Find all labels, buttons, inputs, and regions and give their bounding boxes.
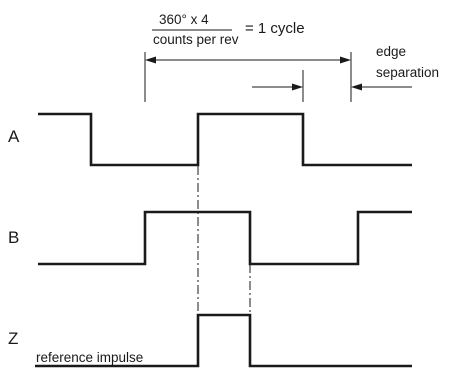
channel-label-a: A	[8, 127, 20, 146]
edge-sep-right-arrow-head	[351, 83, 362, 91]
formula-result: = 1 cycle	[245, 20, 305, 37]
edge-separation-label-line2: separation	[376, 65, 439, 80]
cycle-arrow-right	[340, 56, 351, 64]
signal-z-waveform	[35, 313, 412, 368]
cycle-arrow-left	[145, 56, 156, 64]
formula-denominator: counts per rev	[153, 32, 239, 47]
edge-separation-label-line1: edge	[376, 44, 406, 59]
signal-a-waveform	[38, 112, 412, 167]
channel-label-b: B	[8, 228, 19, 247]
reference-impulse-label: reference impulse	[36, 350, 143, 365]
edge-sep-left-arrow-head	[292, 83, 303, 91]
signal-b-waveform	[38, 210, 412, 266]
channel-label-z: Z	[8, 329, 18, 348]
formula-numerator: 360° x 4	[159, 12, 209, 27]
